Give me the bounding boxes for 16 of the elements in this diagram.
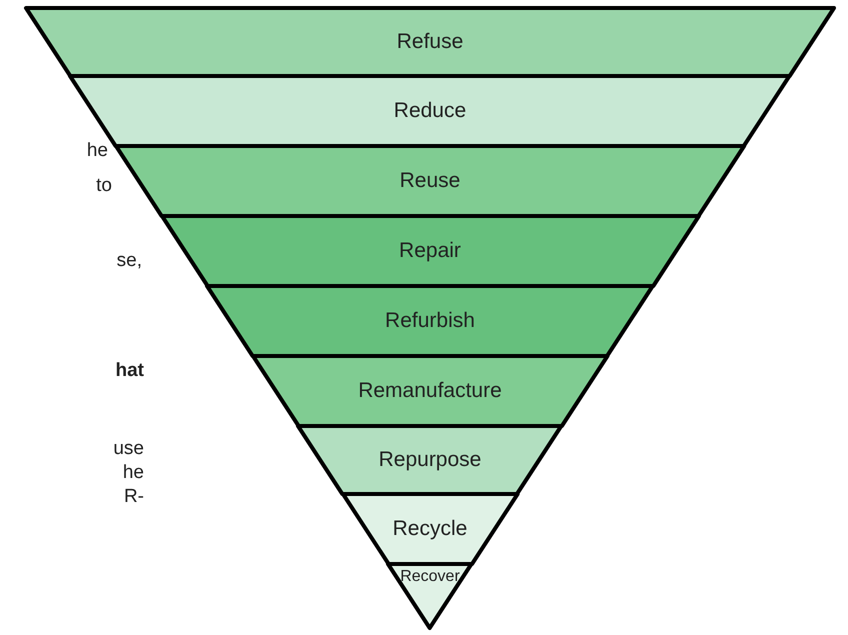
text-fragment: he <box>122 462 144 484</box>
text-fragment: R- <box>124 486 144 508</box>
text-fragment: se, <box>116 250 142 272</box>
text-fragment: use <box>113 438 144 460</box>
band-label: Reuse <box>398 168 462 193</box>
band-label: Remanufacture <box>357 378 503 403</box>
text-fragment: hat <box>116 360 144 382</box>
band-label: Refurbish <box>384 308 476 333</box>
text-fragment: to <box>96 175 112 197</box>
band-label: Repurpose <box>378 448 482 472</box>
text-fragment: he <box>86 140 108 162</box>
band-label: Reduce <box>392 98 468 123</box>
band-label: Refuse <box>396 30 464 54</box>
band-label: Repair <box>398 238 462 263</box>
band-label: Recover <box>399 568 461 586</box>
band-label: Recycle <box>392 516 468 541</box>
